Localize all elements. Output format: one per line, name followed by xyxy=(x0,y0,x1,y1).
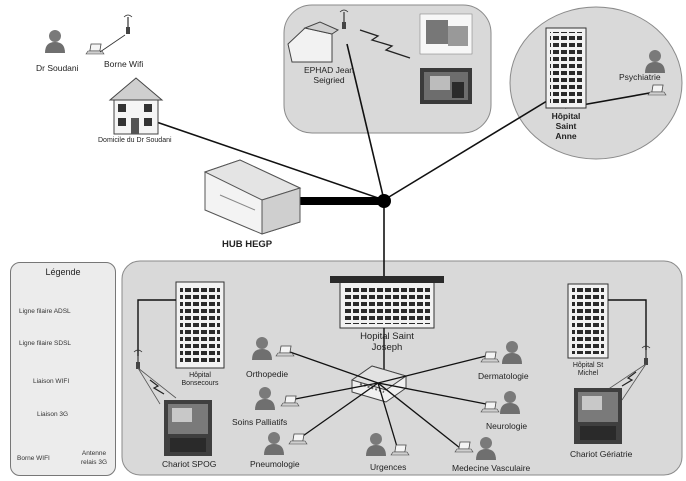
st-michel-label-1: Hôpital St xyxy=(572,362,604,369)
legend-adsl-label: Ligne filaire ADSL xyxy=(19,308,71,315)
inner-adsl-links xyxy=(137,299,647,370)
chariot-geriatrie-label: Chariot Gériatrie xyxy=(570,449,633,459)
legend-wifi-label: Liaison WIFI xyxy=(33,378,70,385)
house-icon xyxy=(108,77,164,135)
saint-joseph-label-1: Hopital Saint xyxy=(360,331,414,342)
laptop-icon xyxy=(85,43,105,55)
legend-title: Légende xyxy=(45,267,81,277)
ephad-building-icon xyxy=(287,21,340,63)
saint-anne-label-1: Hôpital xyxy=(551,111,581,121)
hopital-bonsecours-building-icon xyxy=(175,281,225,369)
domicile-label: Domicile du Dr Soudani xyxy=(98,137,172,144)
urgences-label: Urgences xyxy=(370,462,407,472)
chariot-geriatrie-photo-icon xyxy=(574,388,622,444)
medecine-vasculaire-label: Medecine Vasculaire xyxy=(452,463,531,473)
ephad-label-1: EPHAD Jean xyxy=(303,65,355,75)
dr-soudani-person-icon xyxy=(45,30,65,53)
hub-server-icon xyxy=(203,159,302,235)
psychiatrie-label: Psychiatrie xyxy=(619,72,661,82)
legend-antenne-label-1: Antenne xyxy=(81,450,107,457)
wifi-beam-left xyxy=(137,367,177,405)
borne-wifi-label: Borne Wifi xyxy=(104,59,144,69)
adsl-links xyxy=(135,43,656,276)
hub-label: HUB HEGP xyxy=(222,239,273,250)
bonsecours-label-2: Bonsecours xyxy=(181,380,219,387)
dermatologie-label: Dermatologie xyxy=(478,371,529,381)
legend-3g-label: Liaison 3G xyxy=(37,411,69,418)
bonsecours-label-1: Hôpital xyxy=(189,372,211,379)
soins-palliatifs-label: Soins Palliatifs xyxy=(232,417,288,427)
pneumologie-label: Pneumologie xyxy=(250,459,300,469)
hopital-st-michel-building-icon xyxy=(567,283,609,359)
legend-antenne-label-2: relais 3G xyxy=(80,459,107,466)
saint-anne-label-3: Anne xyxy=(555,131,577,141)
wifi-link-icon xyxy=(359,29,411,59)
wifi-beam-right xyxy=(603,363,647,401)
service-links xyxy=(289,351,487,451)
saint-anne-label-2: Saint xyxy=(555,121,577,131)
chariot-spog-label: Chariot SPOG xyxy=(162,459,217,469)
legend-borne-wifi-label: Borne WIFI xyxy=(17,455,50,462)
wifi-antenna-icon xyxy=(123,14,133,35)
st-michel-label-2: Michel xyxy=(577,370,599,377)
orthopedie-label: Orthopedie xyxy=(246,369,289,379)
neurologie-label: Neurologie xyxy=(486,421,528,431)
ephad-cart-photo-icon xyxy=(420,68,472,104)
ephad-photo-icon xyxy=(419,13,473,55)
saint-joseph-label-2: Joseph xyxy=(371,342,403,353)
hopital-saint-anne-building-icon xyxy=(545,27,587,109)
zone-saint-anne xyxy=(509,6,683,160)
chariot-spog-photo-icon xyxy=(164,400,212,456)
dr-soudani-label: Dr Soudani xyxy=(36,63,79,73)
ephad-label-2: Seigried xyxy=(313,75,345,85)
hub-junction xyxy=(377,194,391,208)
hopital-saint-joseph-building-icon xyxy=(330,276,444,329)
legend-panel: Légende Ligne filaire ADSL Ligne filaire… xyxy=(10,262,116,476)
legend-sdsl-label: Ligne filaire SDSL xyxy=(19,340,72,347)
zone-saint-joseph xyxy=(121,260,683,476)
